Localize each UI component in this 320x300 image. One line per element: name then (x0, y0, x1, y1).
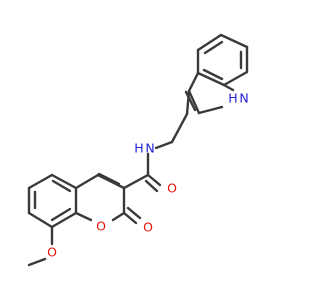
bond-layer (27, 33, 249, 267)
bond (50, 207, 72, 222)
bond (187, 71, 200, 93)
bond (197, 105, 224, 115)
ring-oxygen-label: O (96, 219, 106, 234)
bond (111, 211, 126, 222)
lactone-oxygen-label: O (143, 220, 153, 235)
bond (185, 89, 191, 116)
bond (96, 173, 126, 190)
bond (196, 33, 223, 52)
amide-hydrogen-label: H (134, 141, 143, 156)
bond (97, 172, 121, 186)
bond (126, 206, 142, 220)
bond (219, 33, 249, 49)
bond (170, 112, 189, 144)
bond (222, 70, 249, 87)
bond (196, 71, 226, 87)
bond (122, 211, 138, 225)
bond (222, 83, 235, 92)
methoxy-oxygen-label: O (47, 245, 57, 260)
bond (146, 173, 162, 187)
amide-oxygen-label: O (167, 181, 177, 196)
bond (74, 173, 100, 190)
bond (144, 179, 159, 193)
bond (50, 173, 78, 190)
amide-nitrogen-label: N (145, 141, 154, 156)
indole-hydrogen-label: H (228, 91, 237, 106)
bond (202, 68, 224, 81)
bond (27, 173, 54, 190)
bond (27, 257, 47, 267)
structure-diagram: H N H N O O O O (27, 33, 249, 267)
bond (122, 173, 150, 190)
bond (27, 211, 54, 229)
bond (74, 211, 93, 222)
bond (51, 179, 72, 193)
atom-label-layer: H N H N O O O O (47, 91, 249, 260)
indole-nitrogen-label: N (239, 91, 248, 106)
bond (154, 140, 174, 150)
bond (187, 89, 201, 115)
bond (50, 211, 78, 229)
molecule-canvas: H N H N O O O O (27, 33, 249, 267)
bond (203, 40, 224, 55)
